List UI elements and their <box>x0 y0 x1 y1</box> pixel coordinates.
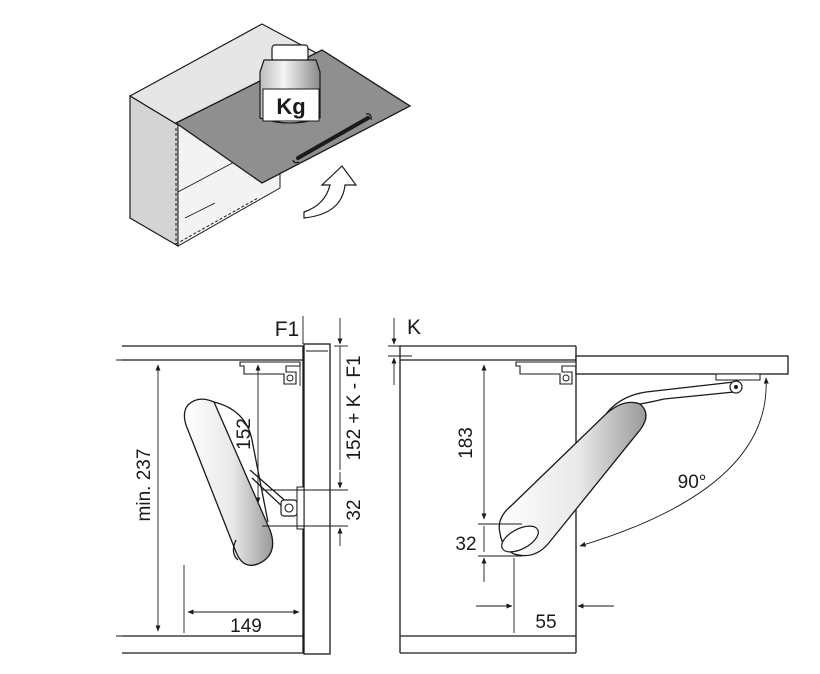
dim-right-32: 32 <box>455 534 476 555</box>
right-mount-bracket <box>515 361 577 385</box>
lift-arrow-icon <box>303 165 358 219</box>
weight-bottle-icon: Kg <box>259 44 321 124</box>
dim-min-height: min. 237 <box>134 449 155 522</box>
weight-label: Kg <box>276 94 305 119</box>
right-section: K 183 32 55 90° <box>388 316 789 654</box>
dim-angle: 90° <box>678 472 707 493</box>
closed-door <box>303 343 331 655</box>
dim-right-183: 183 <box>456 427 477 459</box>
cabinet-illustration: Kg <box>128 23 412 248</box>
dim-left-32: 32 <box>344 499 365 520</box>
opening-angle-arc <box>579 377 769 547</box>
left-section: min. 237 152 32 152 + K - F1 F1 149 <box>116 316 365 655</box>
dim-formula: 152 + K - F1 <box>344 355 365 460</box>
door-handle <box>296 116 370 160</box>
dim-left-149: 149 <box>230 616 262 637</box>
dim-k: K <box>407 316 421 339</box>
right-lift-mechanism <box>498 380 743 557</box>
opened-door <box>575 355 789 375</box>
left-mount-bracket <box>239 361 301 386</box>
dim-right-55: 55 <box>535 612 556 633</box>
dim-left-152: 152 <box>234 418 255 450</box>
dim-f1: F1 <box>275 318 300 341</box>
